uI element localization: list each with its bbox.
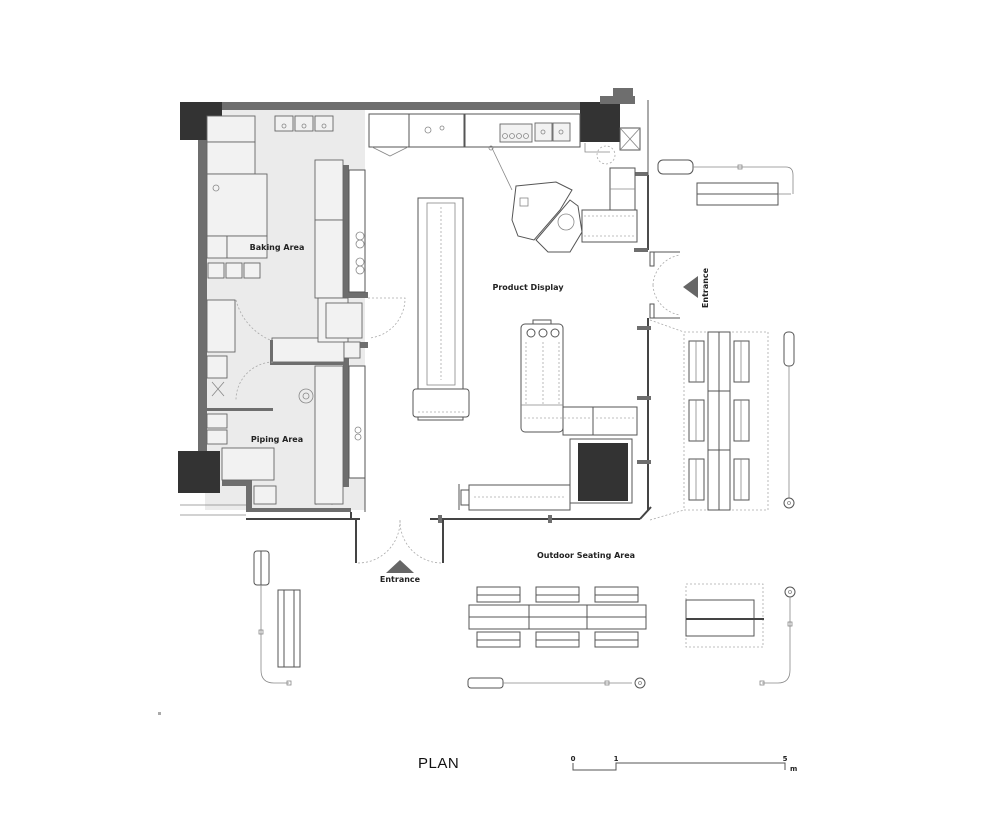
scale-unit: m (790, 765, 797, 773)
entrance-label-south: Entrance (380, 575, 421, 584)
room-label-product-display: Product Display (492, 283, 564, 292)
south-entrance[interactable]: Entrance (355, 519, 444, 584)
entrance-label-east: Entrance (701, 267, 710, 308)
south-seating (467, 586, 647, 689)
east-seating (649, 319, 795, 521)
room-label-piping: Piping Area (251, 435, 303, 444)
scale-bar: 0 1 5 m (571, 755, 798, 773)
central-display-case (412, 197, 470, 421)
back-of-house (178, 102, 620, 516)
service-counter-top (368, 113, 638, 253)
east-entrance[interactable]: Entrance (649, 251, 710, 319)
plan-title: PLAN (418, 755, 459, 772)
southwest-bench (253, 550, 301, 686)
entrance-arrow-icon (683, 276, 698, 298)
southeast-bench (685, 583, 796, 686)
stray-mark (158, 712, 161, 715)
scale-tick-0: 0 (571, 755, 576, 763)
northeast-bench (657, 159, 794, 206)
room-label-outdoor-seating: Outdoor Seating Area (537, 551, 635, 560)
l-shaped-counter (458, 319, 638, 511)
room-label-baking: Baking Area (250, 243, 305, 252)
scale-tick-5: 5 (783, 755, 788, 763)
entrance-arrow-icon (386, 560, 414, 573)
shop-walls (246, 88, 652, 523)
scale-tick-1: 1 (614, 755, 619, 763)
